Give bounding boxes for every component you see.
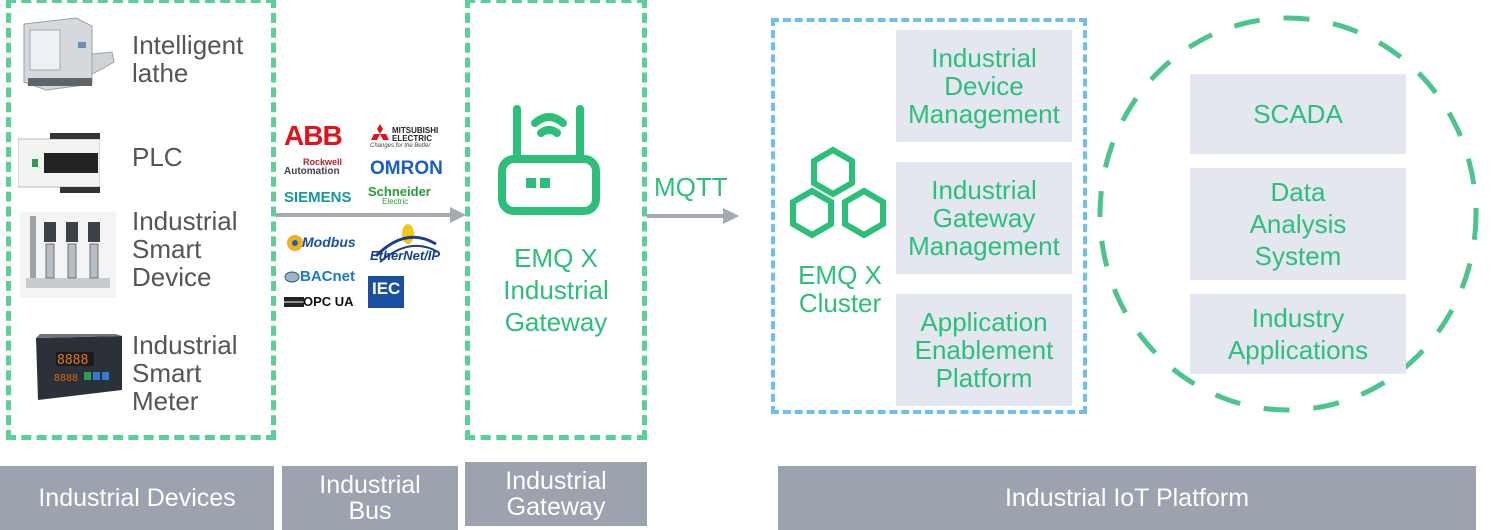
industrial-devices-group bbox=[6, 0, 276, 440]
module-application-enablement-platform: Application Enablement Platform bbox=[896, 294, 1072, 406]
hexagons-icon bbox=[790, 146, 886, 239]
mitsubishi-diamonds-icon bbox=[371, 124, 389, 140]
gateway-to-cluster-arrow bbox=[647, 208, 739, 224]
router-icon bbox=[498, 105, 600, 215]
svg-text:8888: 8888 bbox=[57, 353, 88, 368]
footer-industrial-iot-platform: Industrial IoT Platform bbox=[778, 466, 1476, 530]
industrial-gateway-group bbox=[465, 0, 647, 440]
bacnet-icon bbox=[284, 271, 300, 283]
lathe-machine-icon bbox=[23, 17, 115, 91]
device-label-line2: Smart bbox=[132, 234, 202, 264]
opc-globe-icon bbox=[284, 297, 304, 307]
app-data-analysis-system: Data Analysis System bbox=[1190, 168, 1406, 280]
module-industrial-gateway-management: Industrial Gateway Management bbox=[896, 162, 1072, 274]
logo-omron: OMRON bbox=[370, 158, 443, 179]
bus-to-gateway-arrow bbox=[276, 207, 466, 223]
svg-text:8888: 8888 bbox=[54, 373, 78, 384]
logo-siemens: SIEMENS bbox=[284, 189, 352, 206]
footer-industrial-bus: Industrial Bus bbox=[282, 466, 458, 530]
emqx-cluster-group bbox=[771, 18, 1087, 414]
device-label-line1: Intelligent bbox=[132, 30, 244, 60]
footer-industrial-gateway: Industrial Gateway bbox=[465, 462, 647, 526]
modbus-icon bbox=[287, 235, 303, 251]
device-label-line3: Meter bbox=[132, 386, 199, 416]
app-industry-applications: Industry Applications bbox=[1190, 294, 1406, 374]
applications-circle bbox=[1097, 15, 1479, 413]
meter-icon: 8888 8888 bbox=[36, 334, 122, 400]
mqtt-label: MQTT bbox=[654, 172, 728, 202]
plc-icon bbox=[18, 133, 100, 193]
device-label-line1: Industrial bbox=[132, 330, 238, 360]
device-label-line3: Device bbox=[132, 262, 212, 292]
cluster-title: EMQ X Cluster bbox=[798, 260, 882, 318]
device-label-line2: lathe bbox=[132, 58, 189, 88]
pump-device-icon bbox=[20, 212, 116, 298]
footer-industrial-devices: Industrial Devices bbox=[0, 466, 274, 530]
logo-iec: IEC bbox=[368, 276, 404, 308]
device-label-line2: Smart bbox=[132, 358, 202, 388]
module-industrial-device-management: Industrial Device Management bbox=[896, 30, 1072, 142]
gateway-title: EMQ X Industrial Gateway bbox=[503, 243, 609, 337]
device-label-line1: Industrial bbox=[132, 206, 238, 236]
app-scada: SCADA bbox=[1190, 74, 1406, 154]
ethernet-ip-swoosh-icon bbox=[374, 224, 439, 263]
device-label-line1: PLC bbox=[132, 142, 183, 172]
logo-abb: ABB bbox=[284, 120, 343, 151]
